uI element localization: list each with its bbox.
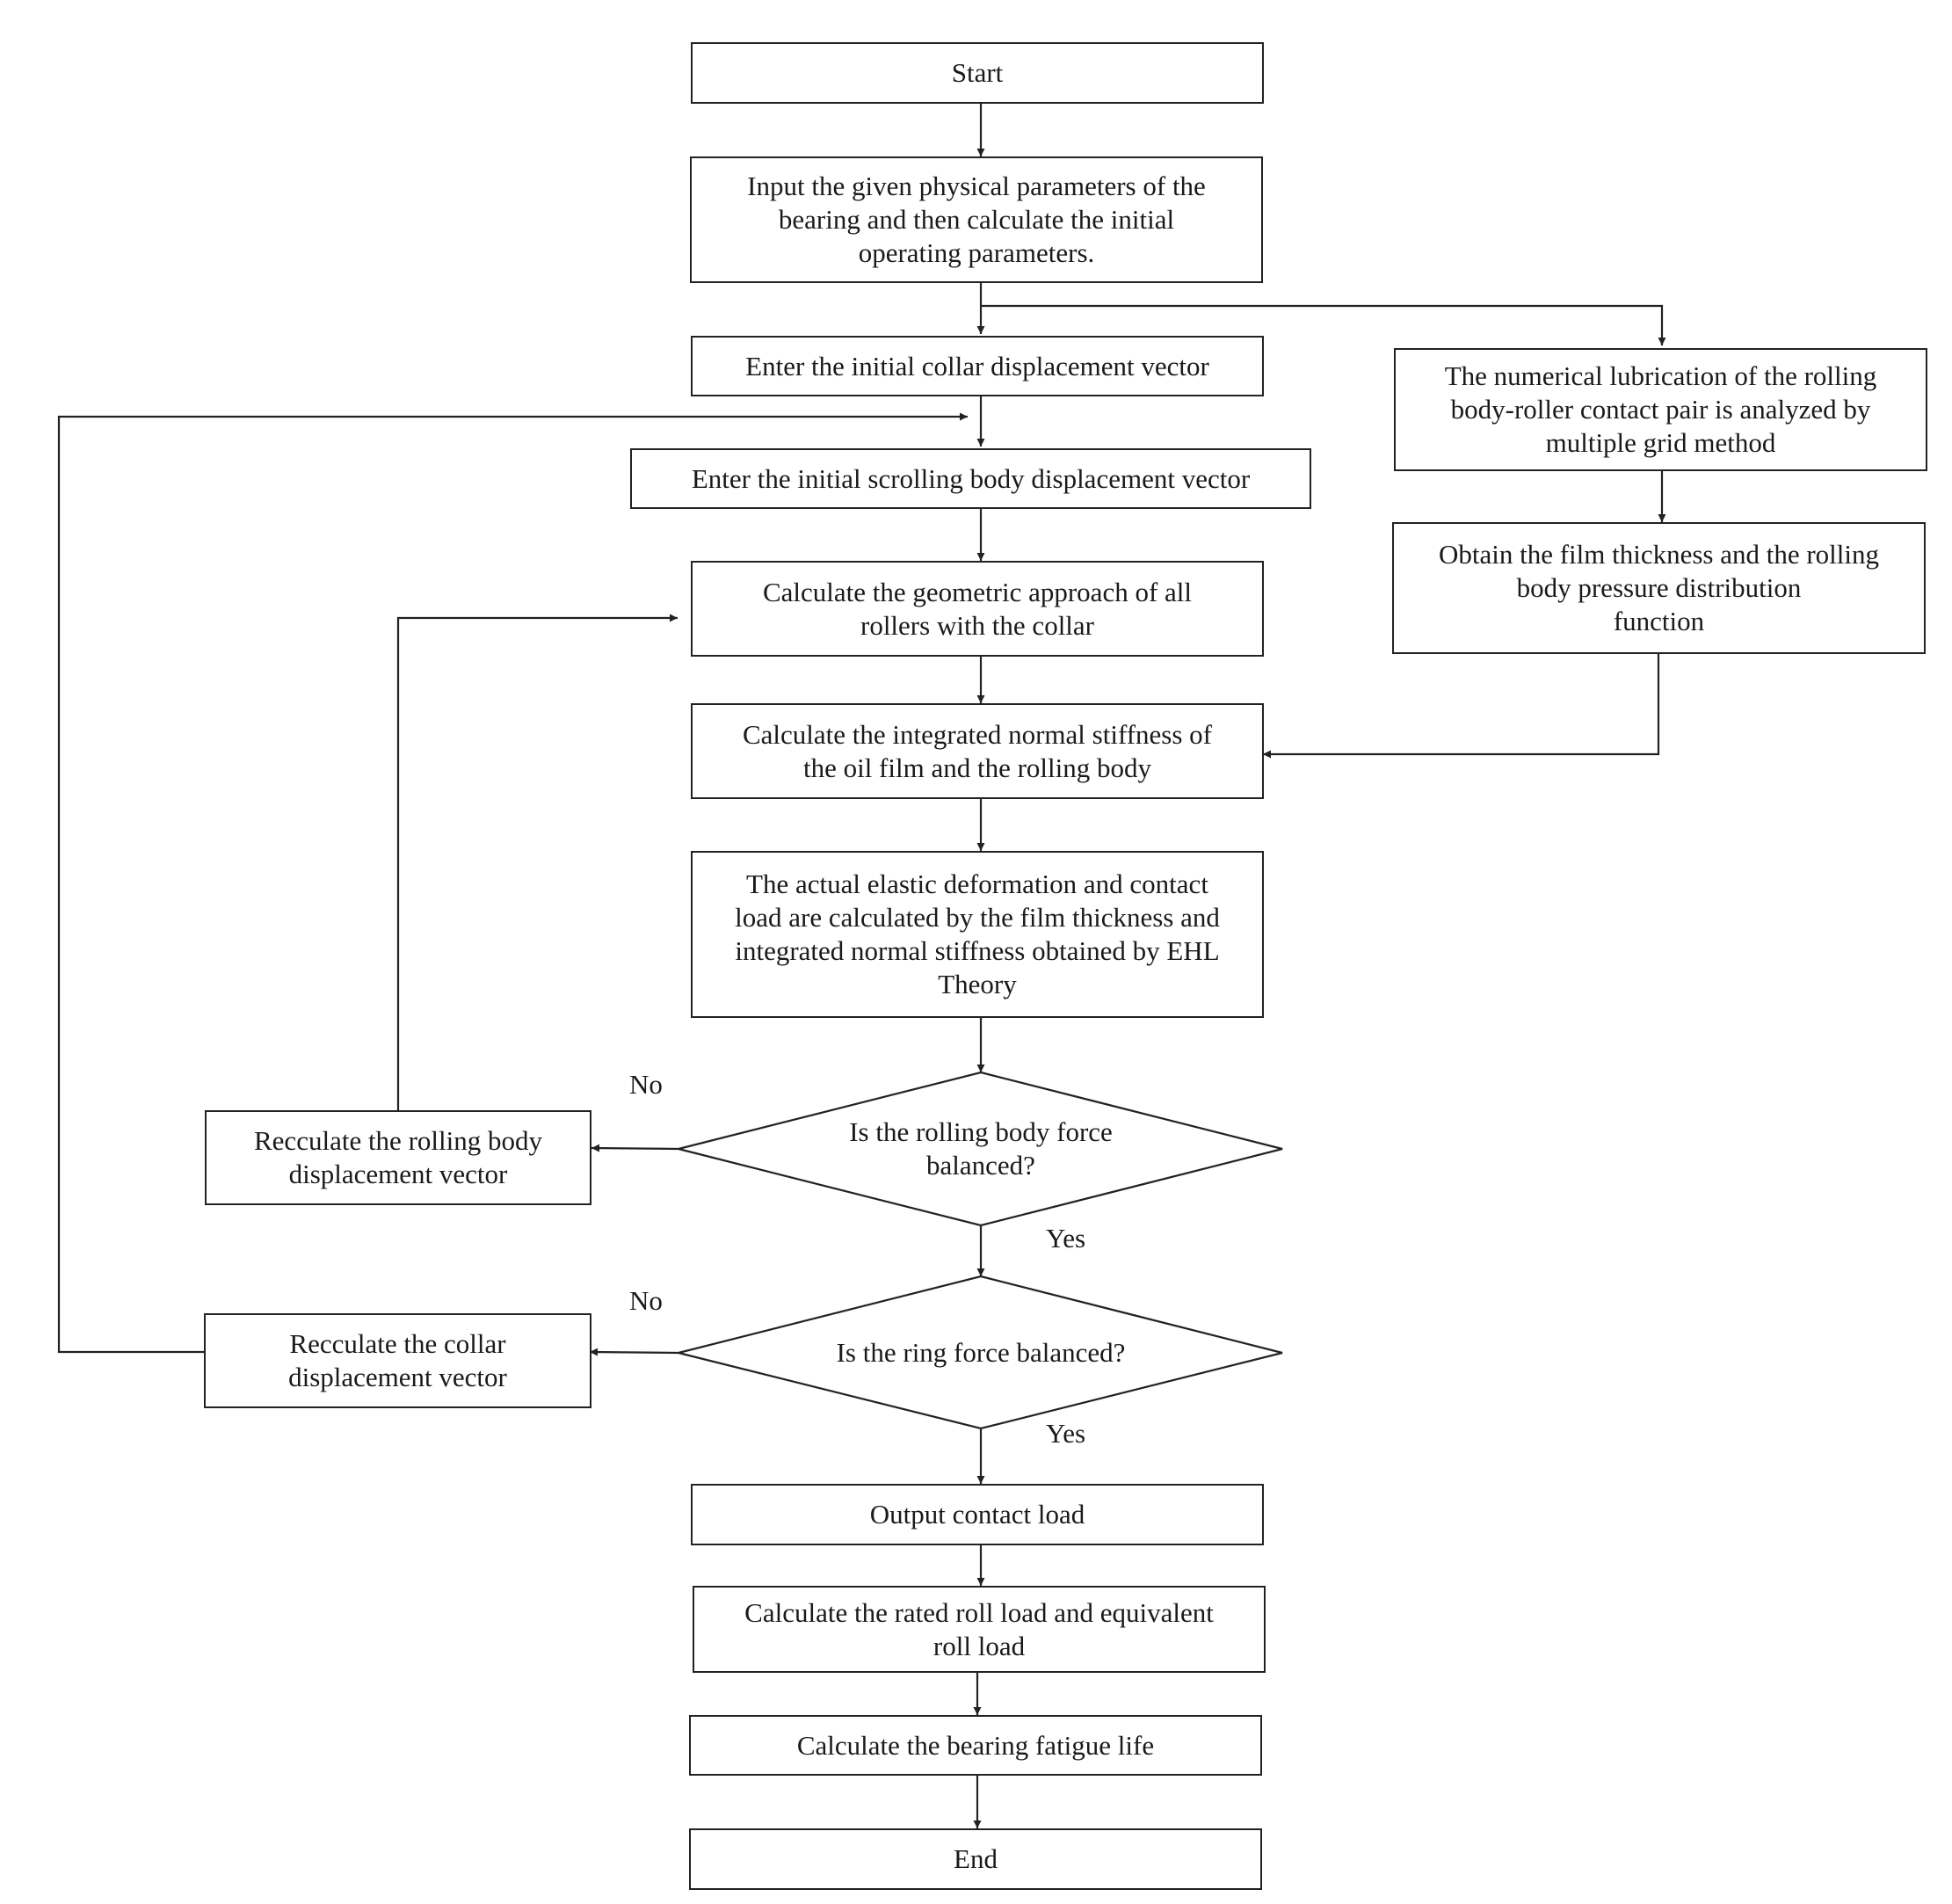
diamond-ring-balanced-shape xyxy=(678,1275,1283,1430)
elastic-deformation-box: The actual elastic deformation and conta… xyxy=(691,851,1264,1018)
arrow-recalc-collar-loop xyxy=(57,412,968,1354)
normal-stiffness-box: Calculate the integrated normal stiffnes… xyxy=(691,703,1264,799)
recalc-rolling-box: Recculate the rolling body displacement … xyxy=(205,1110,591,1205)
arrow-film-to-stiffness xyxy=(1263,654,1660,759)
arrow-input-to-lubrication xyxy=(981,304,1666,345)
arrow-diamond1-no xyxy=(591,1144,679,1152)
rated-roll-load-box: Calculate the rated roll load and equiva… xyxy=(693,1586,1266,1673)
start-box: Start xyxy=(691,42,1264,104)
diamond-rolling-balanced-shape xyxy=(678,1071,1283,1227)
end-box: End xyxy=(689,1828,1262,1890)
no-label-rolling: No xyxy=(629,1069,663,1100)
input-parameters-box: Input the given physical parameters of t… xyxy=(690,156,1263,283)
diamond-ring-balanced-text: Is the ring force balanced? xyxy=(836,1337,1126,1368)
geometric-approach-box: Calculate the geometric approach of all … xyxy=(691,561,1264,657)
diamond-rolling-balanced-text: Is the rolling body force balanced? xyxy=(849,1116,1113,1181)
collar-displacement-box: Enter the initial collar displacement ve… xyxy=(691,336,1264,396)
film-thickness-box: Obtain the film thickness and the rollin… xyxy=(1392,522,1926,654)
fatigue-life-box: Calculate the bearing fatigue life xyxy=(689,1715,1262,1776)
no-label-ring: No xyxy=(629,1285,663,1316)
yes-label-rolling: Yes xyxy=(1046,1223,1086,1254)
arrow-recalc-rolling-loop xyxy=(396,614,678,1110)
yes-label-ring: Yes xyxy=(1046,1418,1086,1449)
recalc-collar-box: Recculate the collar displacement vector xyxy=(204,1313,591,1408)
output-contact-load-box: Output contact load xyxy=(691,1484,1264,1545)
lubrication-analysis-box: The numerical lubrication of the rolling… xyxy=(1394,348,1927,471)
scrolling-displacement-box: Enter the initial scrolling body displac… xyxy=(630,448,1311,509)
arrow-diamond2-no xyxy=(589,1348,679,1356)
